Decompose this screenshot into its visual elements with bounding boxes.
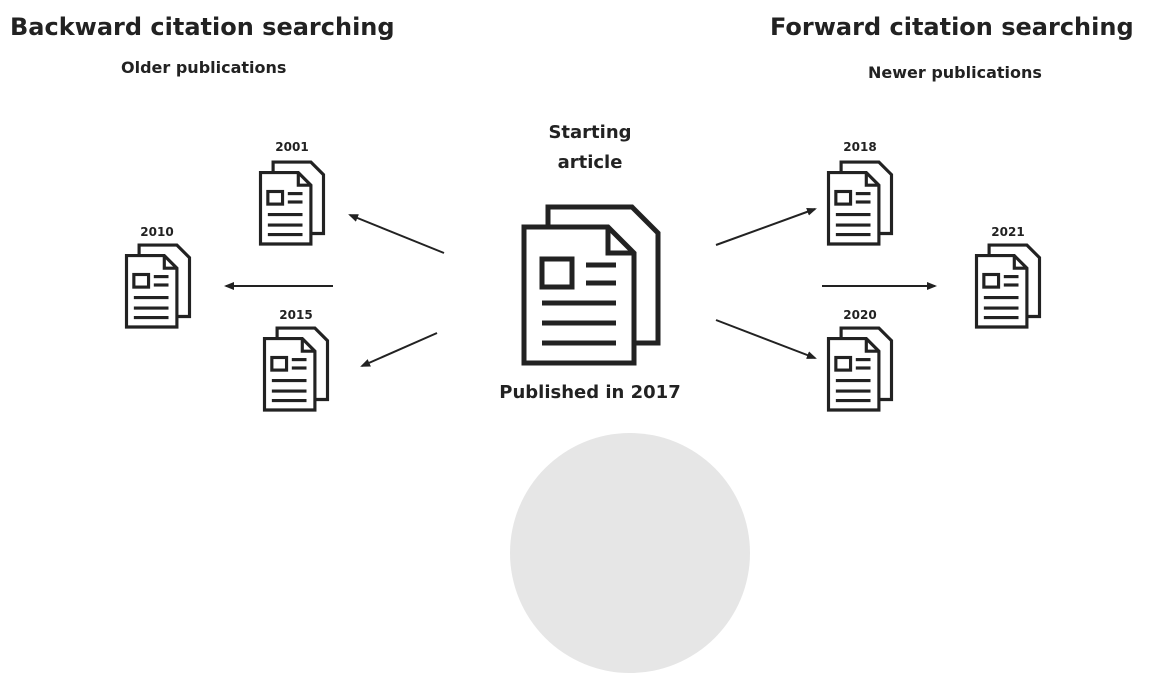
arrow-icon bbox=[360, 332, 438, 367]
starting-article-label: Starting article bbox=[510, 118, 670, 178]
year-2021: 2021 bbox=[991, 225, 1025, 239]
starting-document-icon bbox=[521, 204, 661, 366]
document-stack-icon bbox=[262, 326, 330, 412]
document-stack-icon bbox=[826, 160, 894, 246]
forward-title: Forward citation searching bbox=[770, 13, 1134, 41]
year-2015: 2015 bbox=[279, 308, 313, 322]
arrow-icon bbox=[348, 214, 445, 254]
arrow-icon bbox=[715, 207, 817, 246]
backward-title: Backward citation searching bbox=[10, 13, 395, 41]
document-stack-icon bbox=[826, 326, 894, 412]
year-2018: 2018 bbox=[843, 140, 877, 154]
starting-label-line1: Starting bbox=[548, 122, 632, 143]
document-stack-icon bbox=[974, 243, 1042, 329]
document-stack-icon bbox=[124, 243, 192, 329]
year-2020: 2020 bbox=[843, 308, 877, 322]
year-2001: 2001 bbox=[275, 140, 309, 154]
citation-arrows bbox=[224, 207, 937, 367]
document-stack-icon bbox=[258, 160, 326, 246]
starting-label-line2: article bbox=[557, 152, 623, 173]
forward-subtitle: Newer publications bbox=[868, 63, 1042, 82]
published-label: Published in 2017 bbox=[499, 382, 681, 403]
backward-subtitle: Older publications bbox=[121, 58, 287, 77]
arrow-icon bbox=[715, 319, 817, 359]
year-2010: 2010 bbox=[140, 225, 174, 239]
